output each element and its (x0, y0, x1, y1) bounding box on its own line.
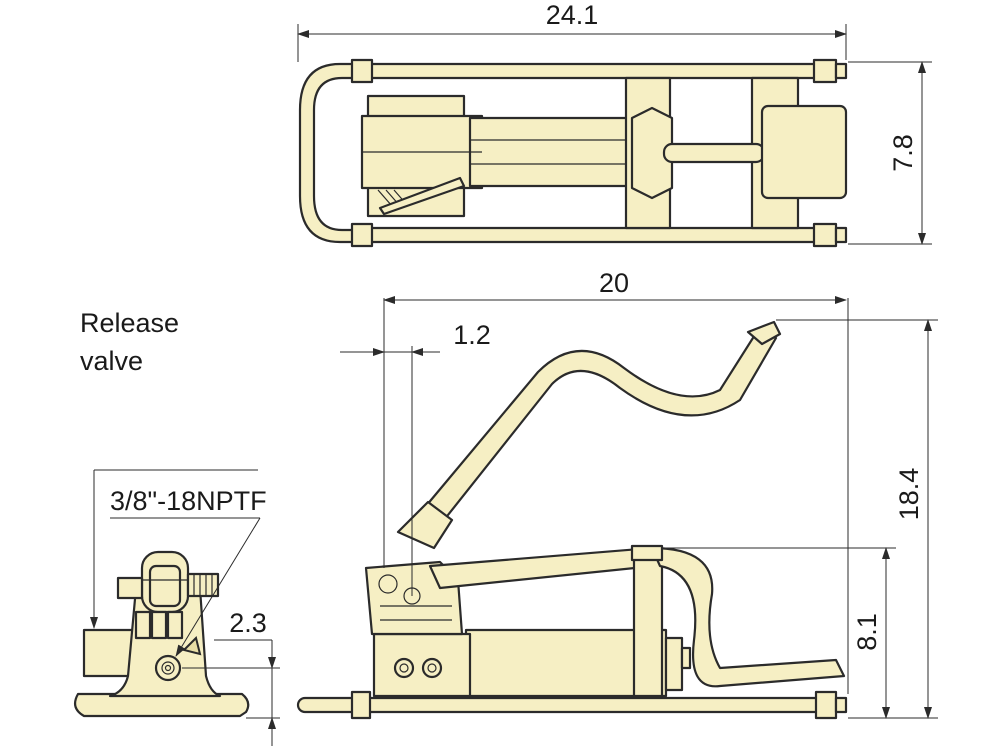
side-length-dimension: 20 (383, 268, 849, 694)
top-frame-loop (298, 62, 362, 244)
port-thread-label: 3/8"-18NPTF (110, 486, 267, 516)
port-height-label: 2.3 (229, 608, 267, 638)
top-view (298, 58, 848, 248)
release-valve-callout: Release valve (80, 308, 258, 629)
side-reservoir (464, 628, 668, 698)
top-width-dimension: 24.1 (297, 0, 847, 62)
front-fitting-left (116, 576, 144, 600)
top-width-label: 24.1 (546, 0, 599, 30)
top-lower-rail (358, 226, 822, 244)
front-base-plate (73, 692, 250, 718)
side-port-left (393, 657, 415, 679)
top-cap-right-lower (812, 222, 838, 248)
side-offset-label: 1.2 (453, 320, 491, 350)
top-cap-left-lower (350, 222, 374, 248)
top-upper-rail (358, 62, 822, 80)
side-upright (632, 552, 664, 698)
overall-height-label: 18.4 (894, 468, 924, 521)
port-height-dimension: 2.3 (182, 608, 280, 746)
side-handle (424, 328, 778, 522)
side-pump-block (372, 632, 472, 698)
side-lever-arm (428, 546, 656, 590)
top-height-dimension: 7.8 (848, 61, 932, 245)
top-flange (630, 106, 674, 200)
side-pedal-curve (650, 546, 846, 688)
overall-height-dimension: 18.4 (776, 319, 938, 719)
top-piston-rod (662, 142, 766, 164)
front-fitting-right (186, 572, 220, 598)
top-height-label: 7.8 (888, 134, 918, 172)
side-port-right (421, 657, 443, 679)
pedal-height-label: 8.1 (852, 613, 882, 651)
release-valve-label-1: Release (80, 308, 179, 338)
side-base-rail (296, 696, 842, 714)
side-view (296, 320, 848, 720)
side-offset-dimension: 1.2 (340, 320, 491, 596)
side-pedal-cap (630, 544, 664, 562)
top-pedal-pad (760, 104, 848, 200)
top-spring (377, 176, 466, 216)
port-thread-callout: 3/8"-18NPTF (110, 486, 267, 657)
front-release-valve-block (82, 628, 138, 678)
side-base-cap-right (814, 690, 838, 720)
top-nut-right-upper (834, 62, 848, 80)
pedal-height-dimension: 8.1 (664, 547, 896, 719)
side-length-label: 20 (599, 268, 629, 298)
top-cap-left-upper (350, 58, 374, 84)
top-cap-right-upper (812, 58, 838, 84)
front-port (154, 654, 182, 682)
top-nut-right-lower (834, 226, 848, 244)
release-valve-label-2: valve (80, 346, 143, 376)
front-view (73, 550, 250, 718)
top-reservoir (468, 116, 642, 188)
side-base-cap-left (350, 690, 372, 720)
